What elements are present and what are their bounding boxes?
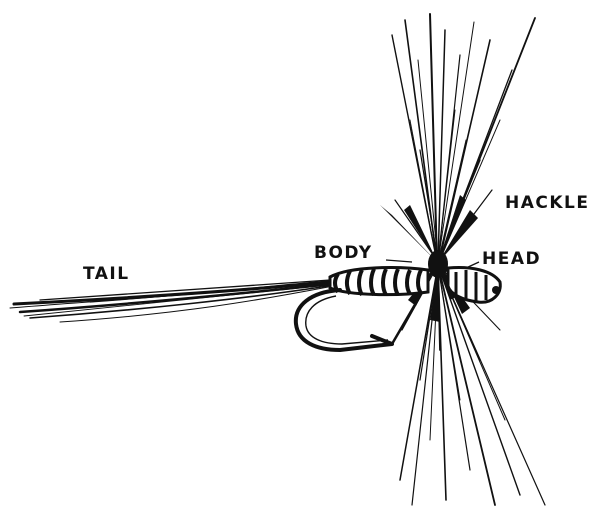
hackle-label: HACKLE: [505, 195, 589, 212]
fly-head: [448, 268, 500, 303]
tail-label: TAIL: [83, 266, 130, 283]
body-label: BODY: [314, 245, 373, 262]
hackle-knot: [428, 250, 448, 278]
head-label: HEAD: [482, 251, 541, 268]
tail-fibers: [10, 280, 330, 322]
fly-body: [330, 268, 428, 295]
hook-shank: [392, 296, 420, 344]
body-leader-line: [386, 260, 412, 262]
